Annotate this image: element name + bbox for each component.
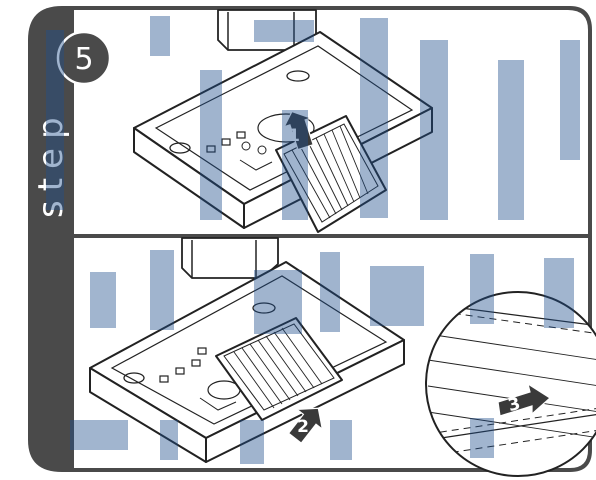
arrow-2-label: 2: [297, 417, 309, 437]
step-number-badge: 5: [58, 32, 110, 84]
step-number: 5: [74, 42, 93, 77]
